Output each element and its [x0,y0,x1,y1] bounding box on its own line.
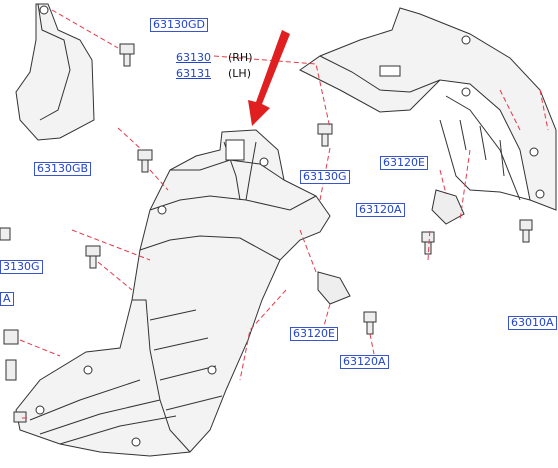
bolt-right-edge [519,219,533,243]
bolt-63120A-top [421,231,435,255]
clip-63130G-left [85,245,101,269]
splash-shield-part [15,3,95,141]
label-63130G-mid[interactable]: 63130G [300,170,350,184]
label-63131[interactable]: 63131 [176,67,211,80]
label-63010A[interactable]: 63010A [508,316,557,330]
bolt-63120A-bottom [363,311,377,335]
bracket-63120E-bottom [317,271,351,305]
bracket-63120E-top [431,189,465,225]
red-arrow [248,30,290,126]
label-rh: (RH) [228,51,253,64]
label-63130[interactable]: 63130 [176,51,211,64]
right-fender-liner-part [299,7,557,211]
label-lh: (LH) [228,67,251,80]
label-63130G-left[interactable]: 3130G [0,260,43,274]
clip-left-edge [0,227,27,423]
label-a-partial[interactable]: A [0,292,14,306]
label-63130GD[interactable]: 63130GD [150,18,208,32]
label-63130GB[interactable]: 63130GB [34,162,92,176]
label-63120E-top[interactable]: 63120E [380,156,428,170]
label-63120A-bottom[interactable]: 63120A [340,355,389,369]
clip-63130GD [119,43,135,67]
label-63120E-bottom[interactable]: 63120E [290,327,338,341]
clip-63130GB [137,149,153,173]
front-fender-liner-part [15,129,331,457]
clip-63130G-mid [317,123,333,147]
label-63120A-top[interactable]: 63120A [356,203,405,217]
